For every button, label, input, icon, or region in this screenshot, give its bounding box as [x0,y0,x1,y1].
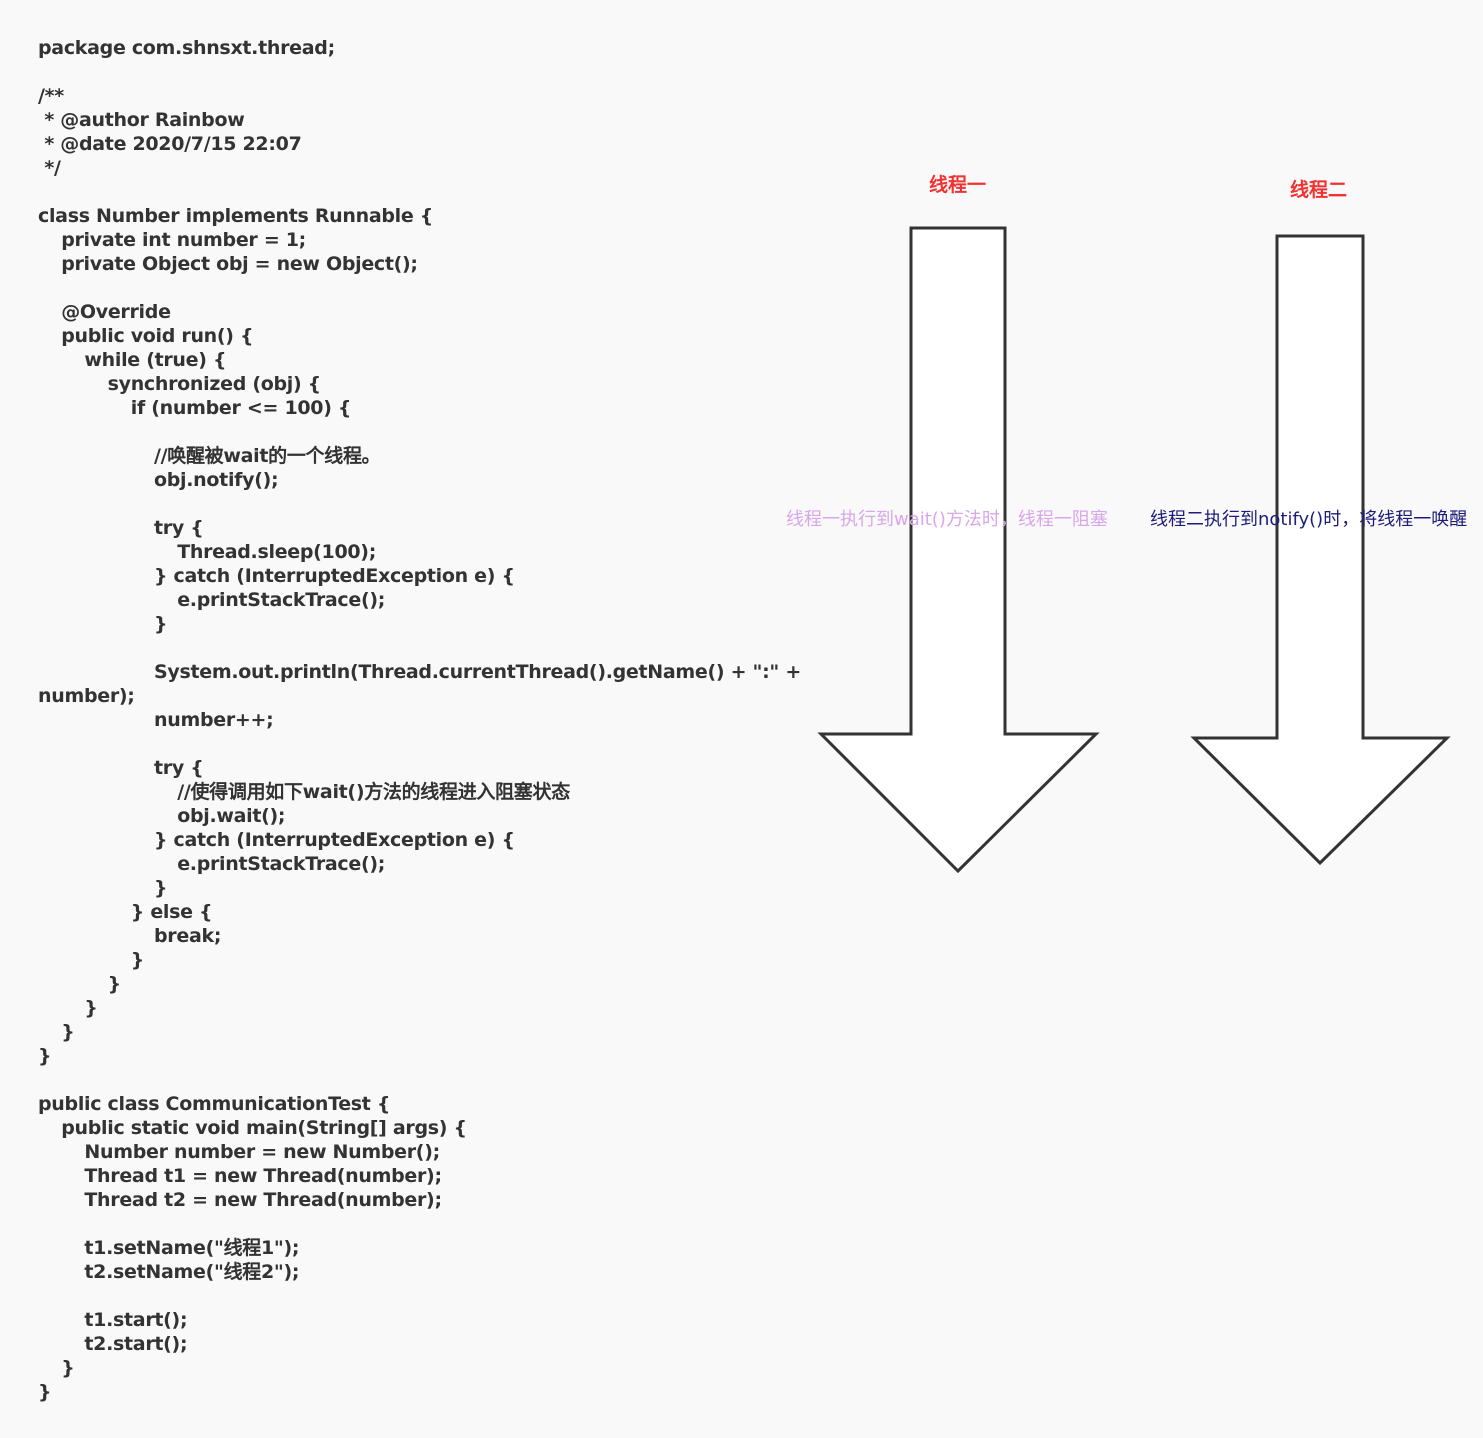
code-line: try { [154,517,204,539]
code-line: } [61,1357,75,1379]
code-line: t1.setName("线程1"); [84,1237,300,1259]
code-line: } [84,997,98,1019]
code-line: number++; [154,709,274,731]
code-line: Thread t1 = new Thread(number); [84,1165,442,1187]
code-line: class Number implements Runnable { [38,205,434,227]
code-line: } else { [130,901,213,923]
code-line: Number number = new Number(); [84,1141,440,1163]
code-line: } [61,1021,75,1043]
thread-1-arrow [817,226,1100,874]
code-line: /** [38,85,64,107]
code-line: package com.shnsxt.thread; [38,37,335,59]
code-line: number); [38,685,135,707]
code-line: t2.start(); [84,1333,188,1355]
thread-1-label: 线程一 [929,174,987,196]
code-line: } [130,949,145,971]
thread-2-label: 线程二 [1290,179,1348,201]
code-line: //唤醒被wait的一个线程。 [154,445,381,467]
code-line: break; [154,925,222,947]
thread-1-wait-annotation: 线程一执行到wait()方法时，线程一阻塞 [786,509,1108,530]
code-line: } catch (InterruptedException e) { [154,829,515,851]
code-line: public static void main(String[] args) { [61,1117,467,1139]
code-line: //使得调用如下wait()方法的线程进入阻塞状态 [177,781,570,803]
code-line: obj.wait(); [177,805,286,827]
thread-2-arrow [1190,234,1451,866]
code-line: Thread t2 = new Thread(number); [84,1189,442,1211]
code-line: @Override [61,301,171,323]
code-line: e.printStackTrace(); [177,853,386,875]
code-line: } [154,877,168,899]
code-line: private Object obj = new Object(); [61,253,418,275]
code-line: t1.start(); [84,1309,188,1331]
code-line: obj.notify(); [154,469,279,491]
code-line: } [154,613,168,635]
code-line: e.printStackTrace(); [177,589,386,611]
code-line: private int number = 1; [61,229,306,251]
code-line: } catch (InterruptedException e) { [154,565,515,587]
code-line: } [38,1381,52,1403]
code-line: t2.setName("线程2"); [84,1261,300,1283]
code-line: try { [154,757,204,779]
code-line: public class CommunicationTest { [38,1093,391,1115]
thread-2-notify-annotation: 线程二执行到notify()时，将线程一唤醒 [1150,509,1468,530]
code-line: System.out.println(Thread.currentThread(… [154,661,801,683]
code-line: synchronized (obj) { [107,373,322,395]
code-line: */ [38,157,61,179]
code-line: } [38,1045,52,1067]
code-line: while (true) { [84,349,227,371]
code-line: if (number <= 100) { [130,397,352,419]
code-line: public void run() { [61,325,254,347]
code-line: } [107,973,122,995]
code-line: * @date 2020/7/15 22:07 [38,133,302,155]
code-listing: package com.shnsxt.thread; /** * @author … [38,36,801,1404]
code-line: Thread.sleep(100); [177,541,376,563]
code-line: * @author Rainbow [38,109,245,131]
